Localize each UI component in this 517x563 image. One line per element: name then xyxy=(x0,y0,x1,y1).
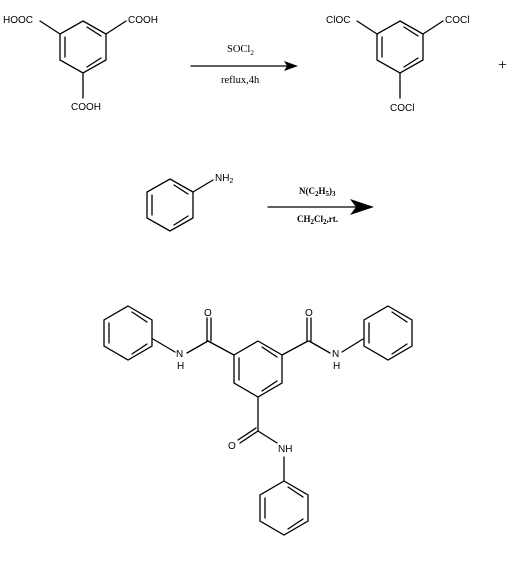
benzene-ring xyxy=(376,20,424,74)
right-amide-n: N xyxy=(332,349,339,360)
left-amide-n: N xyxy=(176,349,183,360)
left-amide-h: H xyxy=(177,361,184,372)
reagent-triethylamine: N(C2H5)3 xyxy=(299,186,336,198)
benzene-ring xyxy=(146,178,194,232)
cloc-label: ClOC xyxy=(326,15,350,26)
bottom-amide-nh: NH xyxy=(278,444,292,455)
left-carbonyl-o: O xyxy=(204,308,212,319)
trimesoyl-chloride-structure xyxy=(356,20,444,99)
final-product-structure xyxy=(103,305,413,536)
right-phenyl-ring xyxy=(341,305,413,361)
cocl-label-bottom: COCl xyxy=(390,103,414,114)
bottom-phenyl-ring xyxy=(259,456,309,536)
left-amide xyxy=(186,317,235,356)
bottom-carbonyl-o: O xyxy=(228,441,236,452)
condition-reflux: reflux,4h xyxy=(221,75,260,86)
bond-to-cooh-right xyxy=(105,20,127,35)
bond-to-cloc xyxy=(356,20,378,35)
bond-to-hooc xyxy=(39,20,61,35)
nh2-label: NH2 xyxy=(215,173,233,185)
right-amide-h: H xyxy=(333,361,340,372)
bottom-amide xyxy=(237,396,278,444)
bond-to-cocl-right xyxy=(422,20,444,35)
right-carbonyl-o: O xyxy=(305,308,313,319)
benzene-ring xyxy=(59,20,107,74)
reaction-arrow-2 xyxy=(267,199,374,215)
hooc-label: HOOC xyxy=(3,15,33,26)
left-phenyl-ring xyxy=(103,305,176,361)
reagent-socl2: SOCl2 xyxy=(227,44,254,57)
bond-to-nh2 xyxy=(192,179,214,193)
cocl-label-right: COCl xyxy=(445,15,469,26)
plus-sign: + xyxy=(498,57,507,74)
aniline-structure xyxy=(146,178,214,232)
condition-ch2cl2-rt: CH2Cl2,rt. xyxy=(297,214,338,226)
right-amide xyxy=(281,317,331,356)
reaction-arrow-1 xyxy=(190,61,298,71)
trimesic-acid-structure xyxy=(39,20,127,99)
cooh-label-right: COOH xyxy=(128,15,158,26)
cooh-label-bottom: COOH xyxy=(71,102,101,113)
central-benzene-ring xyxy=(233,340,283,398)
